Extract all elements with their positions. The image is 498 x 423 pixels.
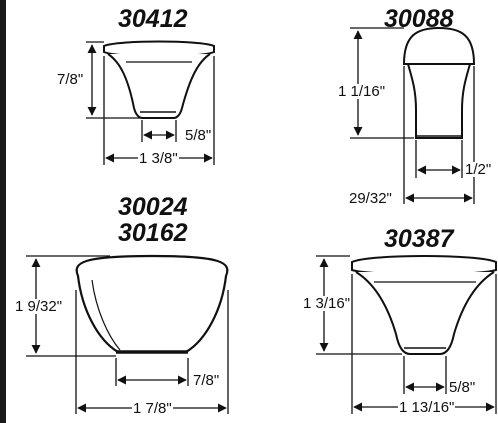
knob-30387-drawing bbox=[352, 256, 496, 354]
part-number-30024: 30024 bbox=[118, 193, 188, 221]
knob-30024-base-width-label: 7/8" bbox=[192, 372, 221, 389]
knob-30387-cap bbox=[352, 256, 496, 275]
knob-30088-height-label: 1 1/16" bbox=[337, 83, 387, 100]
knob-30412-body bbox=[108, 54, 210, 118]
knob-30412-overall-width-label: 1 3/8" bbox=[138, 150, 179, 167]
knob-30088-overall-width-label: 29/32" bbox=[348, 190, 393, 207]
knob-30387-base-width-label: 5/8" bbox=[448, 379, 477, 396]
knob-30024-body bbox=[77, 256, 228, 352]
knob-30024-height-label: 1 9/32" bbox=[14, 298, 64, 315]
part-number-30387: 30387 bbox=[384, 225, 454, 253]
knob-30387-overall-width-label: 1 13/16" bbox=[398, 399, 456, 416]
page-edge-bar bbox=[0, 0, 6, 423]
knob-30412-height-label: 7/8" bbox=[56, 71, 85, 88]
knob-30088-drawing bbox=[404, 28, 474, 138]
knob-30387-height-label: 1 3/16" bbox=[302, 295, 352, 312]
knob-30024-drawing bbox=[77, 256, 228, 352]
knob-30088-base-width-label: 1/2" bbox=[464, 161, 493, 178]
part-number-30412: 30412 bbox=[118, 5, 188, 33]
knob-30088-body bbox=[408, 64, 470, 138]
knob-30387-body bbox=[356, 272, 494, 354]
knob-30024-overall-width-label: 1 7/8" bbox=[132, 400, 173, 417]
knob-30412-base-width-label: 5/8" bbox=[184, 127, 213, 144]
knob-30412-drawing bbox=[104, 42, 214, 119]
part-number-30162: 30162 bbox=[118, 219, 188, 247]
part-number-30088: 30088 bbox=[384, 5, 454, 33]
knob-30088-dome bbox=[404, 28, 474, 64]
knob-30088-dimension-lines bbox=[350, 28, 474, 204]
